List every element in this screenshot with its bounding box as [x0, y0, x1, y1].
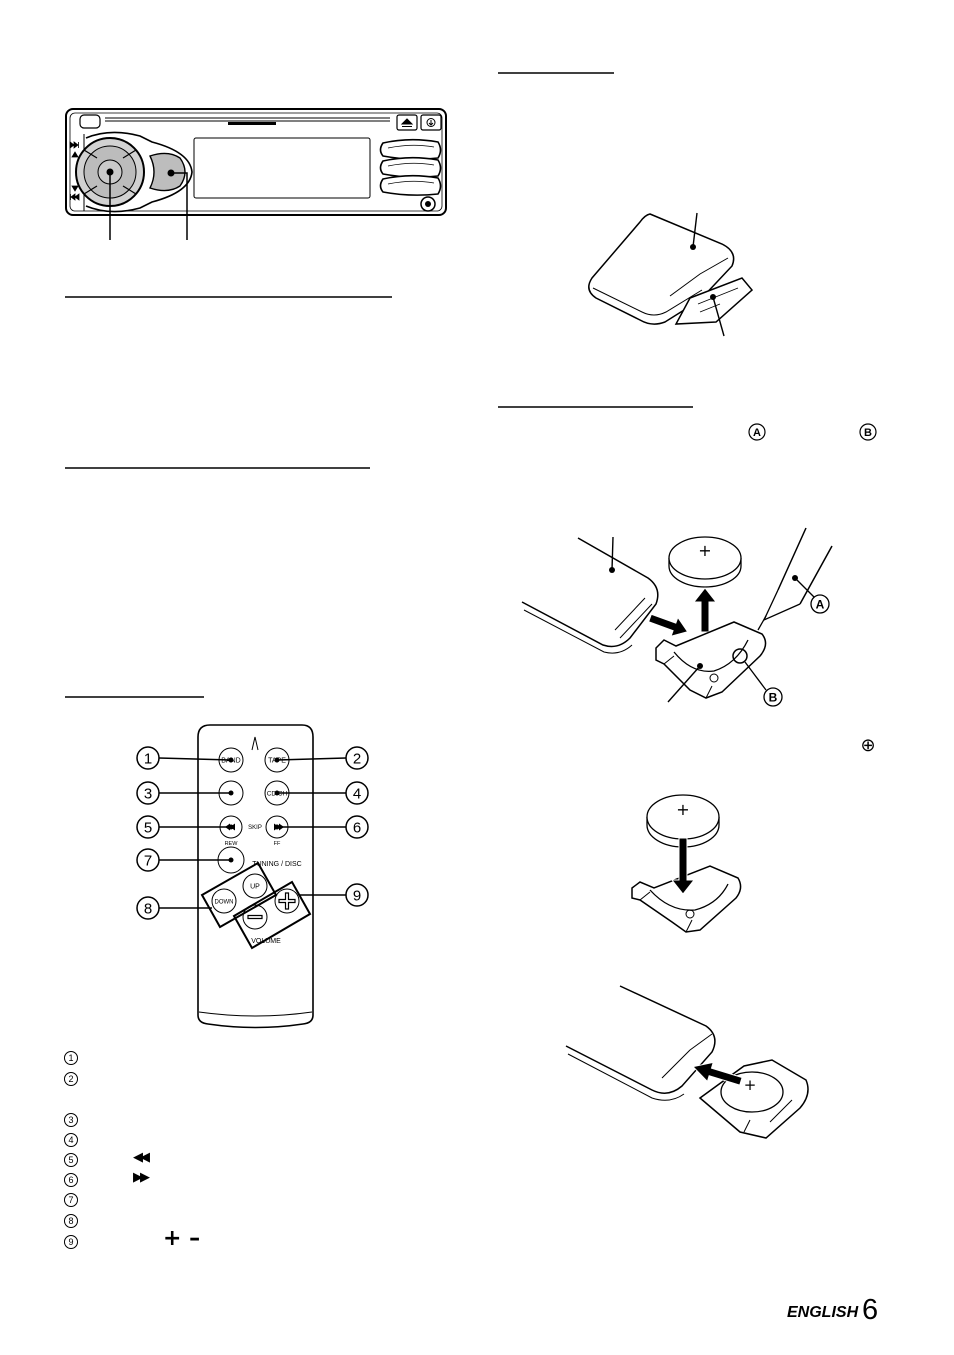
callout-3: 3: [136, 781, 160, 805]
ir-emitter-icon: [251, 736, 259, 751]
legend-number: 2: [64, 1072, 78, 1086]
svg-text:FF: FF: [274, 841, 281, 847]
svg-text:+: +: [698, 541, 711, 560]
callout-8: 8: [136, 896, 160, 920]
disc-slot: [105, 117, 390, 122]
callout-5: 5: [136, 815, 160, 839]
language-label: ENGLISH: [787, 1304, 859, 1321]
plus-minus-symbol: + –: [163, 1226, 201, 1251]
battery-tray: [631, 865, 742, 933]
svg-text:8: 8: [144, 901, 152, 918]
preset-buttons: [379, 138, 442, 196]
legend-item: 5 ◀◀: [64, 1150, 264, 1169]
svg-text:5: 5: [144, 820, 152, 837]
svg-text:DOWN: DOWN: [215, 900, 234, 906]
svg-text:1: 1: [144, 751, 152, 768]
callout-numbers: 1 2 3 4 5 6 7 8 9: [136, 746, 369, 920]
fast-forward-symbol: ▶▶: [133, 1170, 150, 1185]
svg-text:B: B: [769, 691, 778, 705]
svg-text:SKIP: SKIP: [248, 825, 262, 831]
skip-seek-icons: [69, 141, 80, 201]
legend-item: 1: [64, 1051, 264, 1067]
callout-4: 4: [345, 781, 369, 805]
svg-text:2: 2: [353, 751, 361, 768]
svg-text:UP: UP: [250, 884, 260, 891]
callout-lines: [158, 757, 347, 909]
minus-icon: [247, 914, 263, 920]
polarity-plus-symbol: ⊕: [860, 735, 875, 756]
callout-9: 9: [345, 883, 369, 907]
tray-insertion-illustration: +: [565, 985, 809, 1139]
legend-item: 6 ▶▶: [64, 1170, 264, 1189]
arrow-down-icon: [670, 837, 696, 895]
svg-text:9: 9: [353, 888, 361, 905]
section-heading-underlines: [65, 72, 693, 698]
svg-text:+: +: [744, 1076, 757, 1094]
remote-control-diagram: BAND TAPE CD CH SKIP REW FF TUNING / DIS…: [136, 724, 369, 1029]
legend-number: 7: [64, 1193, 78, 1207]
coin-battery: +: [646, 794, 720, 848]
legend-item: 4: [64, 1133, 264, 1149]
svg-text:REW: REW: [225, 841, 239, 847]
legend-item: 2: [64, 1072, 264, 1088]
callout-7: 7: [136, 848, 160, 872]
volume-highlight-box: [232, 880, 312, 950]
marker-b-inline: B: [859, 423, 877, 441]
callout-6: 6: [345, 815, 369, 839]
svg-text:VOLUME: VOLUME: [251, 938, 281, 945]
rewind-symbol: ◀◀: [133, 1150, 150, 1165]
callout-1: 1: [136, 746, 160, 770]
legend-item: 3: [64, 1113, 264, 1129]
svg-text:A: A: [753, 427, 761, 439]
up-button: [242, 873, 268, 899]
svg-text:3: 3: [144, 786, 152, 803]
svg-text:A: A: [816, 598, 825, 612]
coin-battery: +: [668, 536, 742, 588]
head-unit-illustration: [65, 108, 447, 240]
legend-number: 1: [64, 1051, 78, 1065]
eject-button: [396, 114, 418, 131]
pointed-tool: [757, 527, 833, 631]
marker-b-figure: B: [763, 687, 783, 707]
callout-2: 2: [345, 746, 369, 770]
marker-a-inline: A: [748, 423, 766, 441]
svg-text:B: B: [864, 427, 872, 439]
eject-icon: [400, 118, 414, 127]
marker-a-figure: A: [810, 594, 830, 614]
callout-line: [109, 172, 188, 240]
release-button: [79, 114, 101, 129]
legend-number: 6: [64, 1173, 78, 1187]
legend-item: 8: [64, 1214, 264, 1230]
display-window: [193, 137, 371, 199]
remote-tray-illustration: [588, 212, 754, 337]
svg-text:6: 6: [353, 820, 361, 837]
legend-number: 9: [64, 1235, 78, 1249]
legend-number: 3: [64, 1113, 78, 1127]
legend-item: 7: [64, 1193, 264, 1209]
open-button: [420, 114, 442, 131]
svg-text:+: +: [676, 800, 689, 819]
arrow-right-icon: [647, 613, 689, 638]
svg-text:4: 4: [353, 786, 361, 803]
svg-text:TUNING / DISC: TUNING / DISC: [252, 861, 301, 868]
up-down-highlight-box: [200, 861, 278, 929]
legend-number: 8: [64, 1214, 78, 1228]
battery-removal-illustration: + A B: [521, 527, 833, 707]
arrow-left-icon: [692, 1061, 743, 1086]
legend-number: 5: [64, 1153, 78, 1167]
page-number: 6: [862, 1294, 879, 1326]
power-knob: [420, 196, 436, 212]
mode-button: [149, 152, 186, 192]
legend-item: 9 + –: [64, 1226, 264, 1251]
down-button: [211, 888, 237, 914]
battery-tray: [655, 621, 767, 699]
arrow-up-icon: [692, 587, 718, 633]
battery-insertion-illustration: +: [631, 794, 742, 933]
svg-text:7: 7: [144, 853, 152, 870]
legend-number: 4: [64, 1133, 78, 1147]
